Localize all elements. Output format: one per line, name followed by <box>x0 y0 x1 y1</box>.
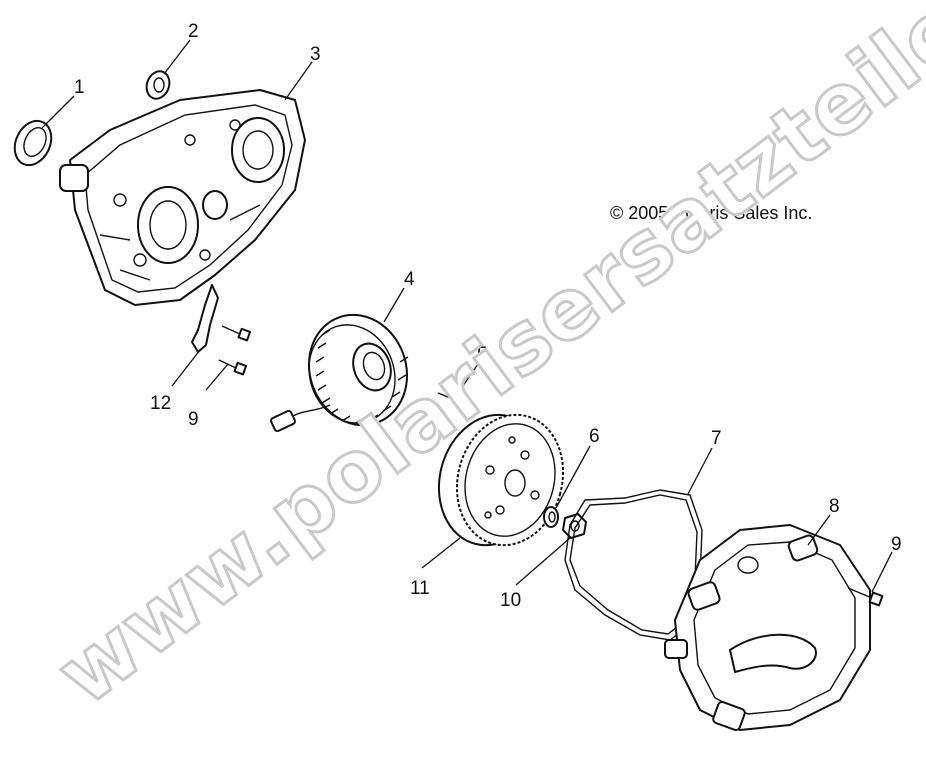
part-stator-4 <box>270 313 409 433</box>
part-washer-6 <box>543 506 559 528</box>
part-bolt-9-right <box>847 587 884 607</box>
part-flywheel-11 <box>437 413 565 547</box>
callout-11: 11 <box>410 578 430 599</box>
callout-7: 7 <box>711 428 722 449</box>
callout-3: 3 <box>310 44 321 65</box>
callout-1: 1 <box>74 77 85 98</box>
copyright-text: © 2005 Polaris Sales Inc. <box>610 203 812 223</box>
part-washer-2 <box>145 70 171 100</box>
part-bracket-12 <box>191 284 219 353</box>
callout-9-left: 9 <box>188 409 199 430</box>
part-cover-8 <box>664 524 871 731</box>
callout-2: 2 <box>188 21 199 42</box>
leader-lines <box>41 39 893 593</box>
callout-5: 5 <box>477 344 488 365</box>
callout-10: 10 <box>500 590 521 611</box>
part-crankcase-3 <box>59 89 306 306</box>
part-bolt-5 <box>437 392 469 409</box>
callout-9-right: 9 <box>891 534 902 555</box>
callout-6: 6 <box>589 426 600 447</box>
part-seal-1 <box>13 119 53 167</box>
part-bolts-9-left <box>218 325 252 376</box>
callout-4: 4 <box>404 269 415 290</box>
callout-labels: 1 2 3 4 5 6 7 8 9 9 10 11 12 <box>74 21 902 611</box>
callout-8: 8 <box>829 496 840 517</box>
callout-12: 12 <box>150 393 171 414</box>
